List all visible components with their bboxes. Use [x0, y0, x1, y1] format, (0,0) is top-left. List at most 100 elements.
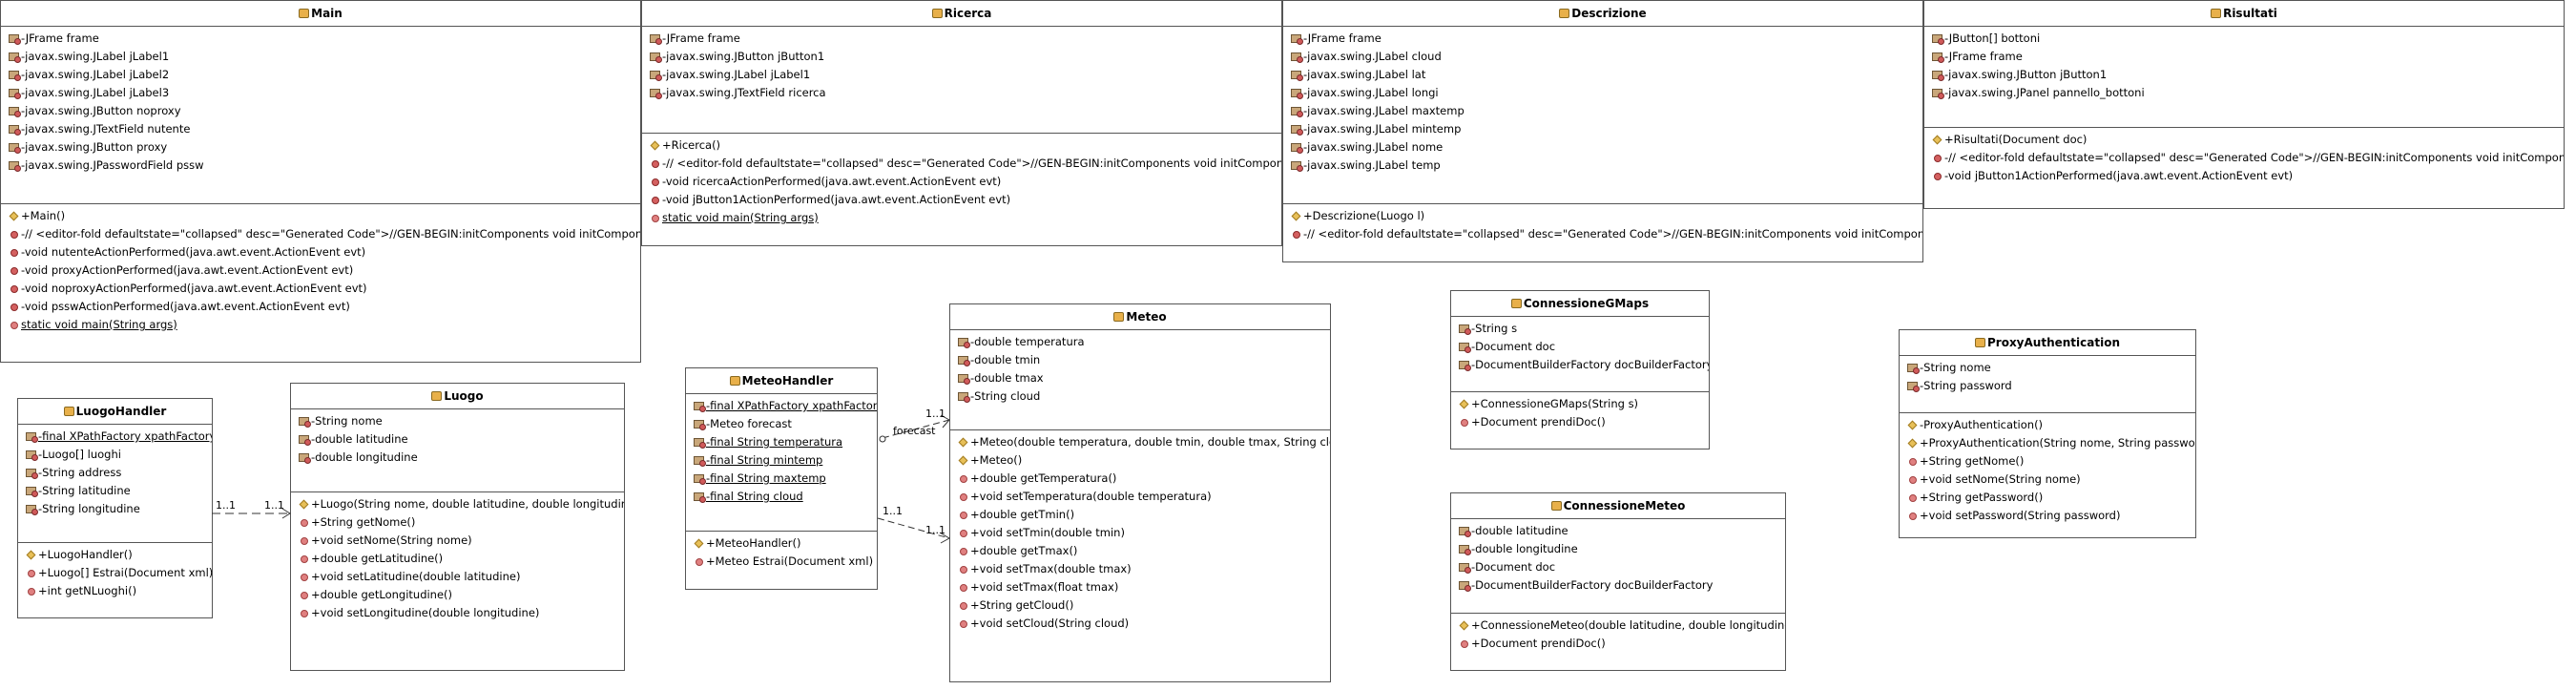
operation-row[interactable]: +void setTmax(float tmax) — [950, 578, 1330, 596]
attribute-row[interactable]: -final String cloud — [686, 488, 877, 506]
attribute-row[interactable]: -final String mintemp — [686, 451, 877, 470]
operation-row[interactable]: +void setNome(String nome) — [1900, 470, 2195, 489]
operation-row[interactable]: +double getTemperatura() — [950, 470, 1330, 488]
operation-row[interactable]: -// <editor-fold defaultstate="collapsed… — [1, 225, 640, 243]
attribute-row[interactable]: -javax.swing.JTextField nutente — [1, 120, 640, 138]
operation-row[interactable]: +String getCloud() — [950, 596, 1330, 615]
operation-row[interactable]: -// <editor-fold defaultstate="collapsed… — [1924, 149, 2564, 167]
operation-row[interactable]: +String getPassword() — [1900, 489, 2195, 507]
attribute-row[interactable]: -String longitudine — [18, 500, 212, 518]
operation-row[interactable]: +void setTmin(double tmin) — [950, 524, 1330, 542]
operation-row[interactable]: +Main() — [1, 207, 640, 225]
operation-row[interactable]: +Meteo() — [950, 451, 1330, 470]
attribute-row[interactable]: -javax.swing.JTextField ricerca — [642, 84, 1281, 102]
attribute-row[interactable]: -javax.swing.JLabel lat — [1283, 66, 1922, 84]
operation-row[interactable]: static void main(String args) — [1, 316, 640, 334]
operation-row[interactable]: +void setTmax(double tmax) — [950, 560, 1330, 578]
operation-row[interactable]: +ProxyAuthentication(String nome, String… — [1900, 434, 2195, 452]
operation-row[interactable]: +double getLongitudine() — [291, 586, 624, 604]
operation-row[interactable]: +Document prendiDoc() — [1451, 413, 1709, 431]
attribute-row[interactable]: -final String maxtemp — [686, 470, 877, 488]
operation-row[interactable]: +void setLatitudine(double latitudine) — [291, 568, 624, 586]
operation-row[interactable]: -void nutenteActionPerformed(java.awt.ev… — [1, 243, 640, 261]
attribute-row[interactable]: -Meteo forecast — [686, 415, 877, 433]
operation-row[interactable]: +LuogoHandler() — [18, 546, 212, 564]
attribute-row[interactable]: -javax.swing.JLabel jLabel1 — [1, 48, 640, 66]
attribute-row[interactable]: -javax.swing.JLabel mintemp — [1283, 120, 1922, 138]
operation-row[interactable]: +Document prendiDoc() — [1451, 635, 1785, 653]
attribute-row[interactable]: -javax.swing.JPasswordField pssw — [1, 157, 640, 175]
attribute-row[interactable]: -String cloud — [950, 387, 1330, 406]
operation-row[interactable]: +void setNome(String nome) — [291, 532, 624, 550]
operation-row[interactable]: -ProxyAuthentication() — [1900, 416, 2195, 434]
operation-row[interactable]: -void jButton1ActionPerformed(java.awt.e… — [1924, 167, 2564, 185]
attribute-row[interactable]: -String nome — [1900, 359, 2195, 377]
attribute-row[interactable]: -double temperatura — [950, 333, 1330, 351]
operation-row[interactable]: +MeteoHandler() — [686, 534, 877, 553]
attribute-row[interactable]: -DocumentBuilderFactory docBuilderFactor… — [1451, 576, 1785, 595]
attribute-row[interactable]: -Document doc — [1451, 558, 1785, 576]
operation-row[interactable]: static void main(String args) — [642, 209, 1281, 227]
attribute-row[interactable]: -javax.swing.JLabel nome — [1283, 138, 1922, 157]
attribute-row[interactable]: -double latitudine — [1451, 522, 1785, 540]
attribute-row[interactable]: -double tmax — [950, 369, 1330, 387]
class-connessionemeteo[interactable]: ConnessioneMeteo-double latitudine-doubl… — [1450, 492, 1786, 671]
attribute-row[interactable]: -Luogo[] luoghi — [18, 446, 212, 464]
class-meteohandler[interactable]: MeteoHandler-final XPathFactory xpathFac… — [685, 367, 878, 590]
class-meteo[interactable]: Meteo-double temperatura-double tmin-dou… — [949, 303, 1331, 682]
attribute-row[interactable]: -DocumentBuilderFactory docBuilderFactor… — [1451, 356, 1709, 374]
attribute-row[interactable]: -javax.swing.JButton jButton1 — [1924, 66, 2564, 84]
operation-row[interactable]: +void setLongitudine(double longitudine) — [291, 604, 624, 622]
operation-row[interactable]: +int getNLuoghi() — [18, 582, 212, 600]
operation-row[interactable]: -void proxyActionPerformed(java.awt.even… — [1, 261, 640, 280]
operation-row[interactable]: +double getTmax() — [950, 542, 1330, 560]
attribute-row[interactable]: -JFrame frame — [642, 30, 1281, 48]
operation-row[interactable]: +String getNome() — [1900, 452, 2195, 470]
class-ricerca[interactable]: Ricerca-JFrame frame-javax.swing.JButton… — [641, 0, 1282, 246]
operation-row[interactable]: +Luogo[] Estrai(Document xml) — [18, 564, 212, 582]
attribute-row[interactable]: -final XPathFactory xpathFactory — [18, 428, 212, 446]
class-descrizione[interactable]: Descrizione-JFrame frame-javax.swing.JLa… — [1282, 0, 1923, 262]
operation-row[interactable]: +Risultati(Document doc) — [1924, 131, 2564, 149]
operation-row[interactable]: +double getTmin() — [950, 506, 1330, 524]
attribute-row[interactable]: -double latitudine — [291, 430, 624, 449]
attribute-row[interactable]: -String address — [18, 464, 212, 482]
operation-row[interactable]: -void ricercaActionPerformed(java.awt.ev… — [642, 173, 1281, 191]
class-main[interactable]: Main-JFrame frame-javax.swing.JLabel jLa… — [0, 0, 641, 363]
class-luogohandler[interactable]: LuogoHandler-final XPathFactory xpathFac… — [17, 398, 213, 618]
attribute-row[interactable]: -Document doc — [1451, 338, 1709, 356]
attribute-row[interactable]: -javax.swing.JLabel jLabel2 — [1, 66, 640, 84]
attribute-row[interactable]: -String password — [1900, 377, 2195, 395]
operation-row[interactable]: +ConnessioneMeteo(double latitudine, dou… — [1451, 617, 1785, 635]
operation-row[interactable]: +ConnessioneGMaps(String s) — [1451, 395, 1709, 413]
operation-row[interactable]: +Meteo(double temperatura, double tmin, … — [950, 433, 1330, 451]
operation-row[interactable]: +double getLatitudine() — [291, 550, 624, 568]
attribute-row[interactable]: -javax.swing.JLabel cloud — [1283, 48, 1922, 66]
operation-row[interactable]: +String getNome() — [291, 513, 624, 532]
attribute-row[interactable]: -final XPathFactory xpathFactory — [686, 397, 877, 415]
class-connessionegmaps[interactable]: ConnessioneGMaps-String s-Document doc-D… — [1450, 290, 1710, 450]
attribute-row[interactable]: -javax.swing.JPanel pannello_bottoni — [1924, 84, 2564, 102]
attribute-row[interactable]: -JFrame frame — [1283, 30, 1922, 48]
operation-row[interactable]: -void noproxyActionPerformed(java.awt.ev… — [1, 280, 640, 298]
attribute-row[interactable]: -javax.swing.JButton jButton1 — [642, 48, 1281, 66]
attribute-row[interactable]: -javax.swing.JButton noproxy — [1, 102, 640, 120]
attribute-row[interactable]: -javax.swing.JLabel jLabel3 — [1, 84, 640, 102]
attribute-row[interactable]: -String nome — [291, 412, 624, 430]
attribute-row[interactable]: -double longitudine — [1451, 540, 1785, 558]
attribute-row[interactable]: -javax.swing.JLabel temp — [1283, 157, 1922, 175]
attribute-row[interactable]: -double longitudine — [291, 449, 624, 467]
attribute-row[interactable]: -String s — [1451, 320, 1709, 338]
attribute-row[interactable]: -JFrame frame — [1, 30, 640, 48]
operation-row[interactable]: +void setPassword(String password) — [1900, 507, 2195, 525]
attribute-row[interactable]: -String latitudine — [18, 482, 212, 500]
operation-row[interactable]: +Descrizione(Luogo l) — [1283, 207, 1922, 225]
operation-row[interactable]: -void jButton1ActionPerformed(java.awt.e… — [642, 191, 1281, 209]
attribute-row[interactable]: -JFrame frame — [1924, 48, 2564, 66]
attribute-row[interactable]: -double tmin — [950, 351, 1330, 369]
attribute-row[interactable]: -final String temperatura — [686, 433, 877, 451]
class-proxyauthentication[interactable]: ProxyAuthentication-String nome-String p… — [1899, 329, 2196, 538]
attribute-row[interactable]: -javax.swing.JLabel maxtemp — [1283, 102, 1922, 120]
attribute-row[interactable]: -javax.swing.JButton proxy — [1, 138, 640, 157]
operation-row[interactable]: +void setCloud(String cloud) — [950, 615, 1330, 633]
